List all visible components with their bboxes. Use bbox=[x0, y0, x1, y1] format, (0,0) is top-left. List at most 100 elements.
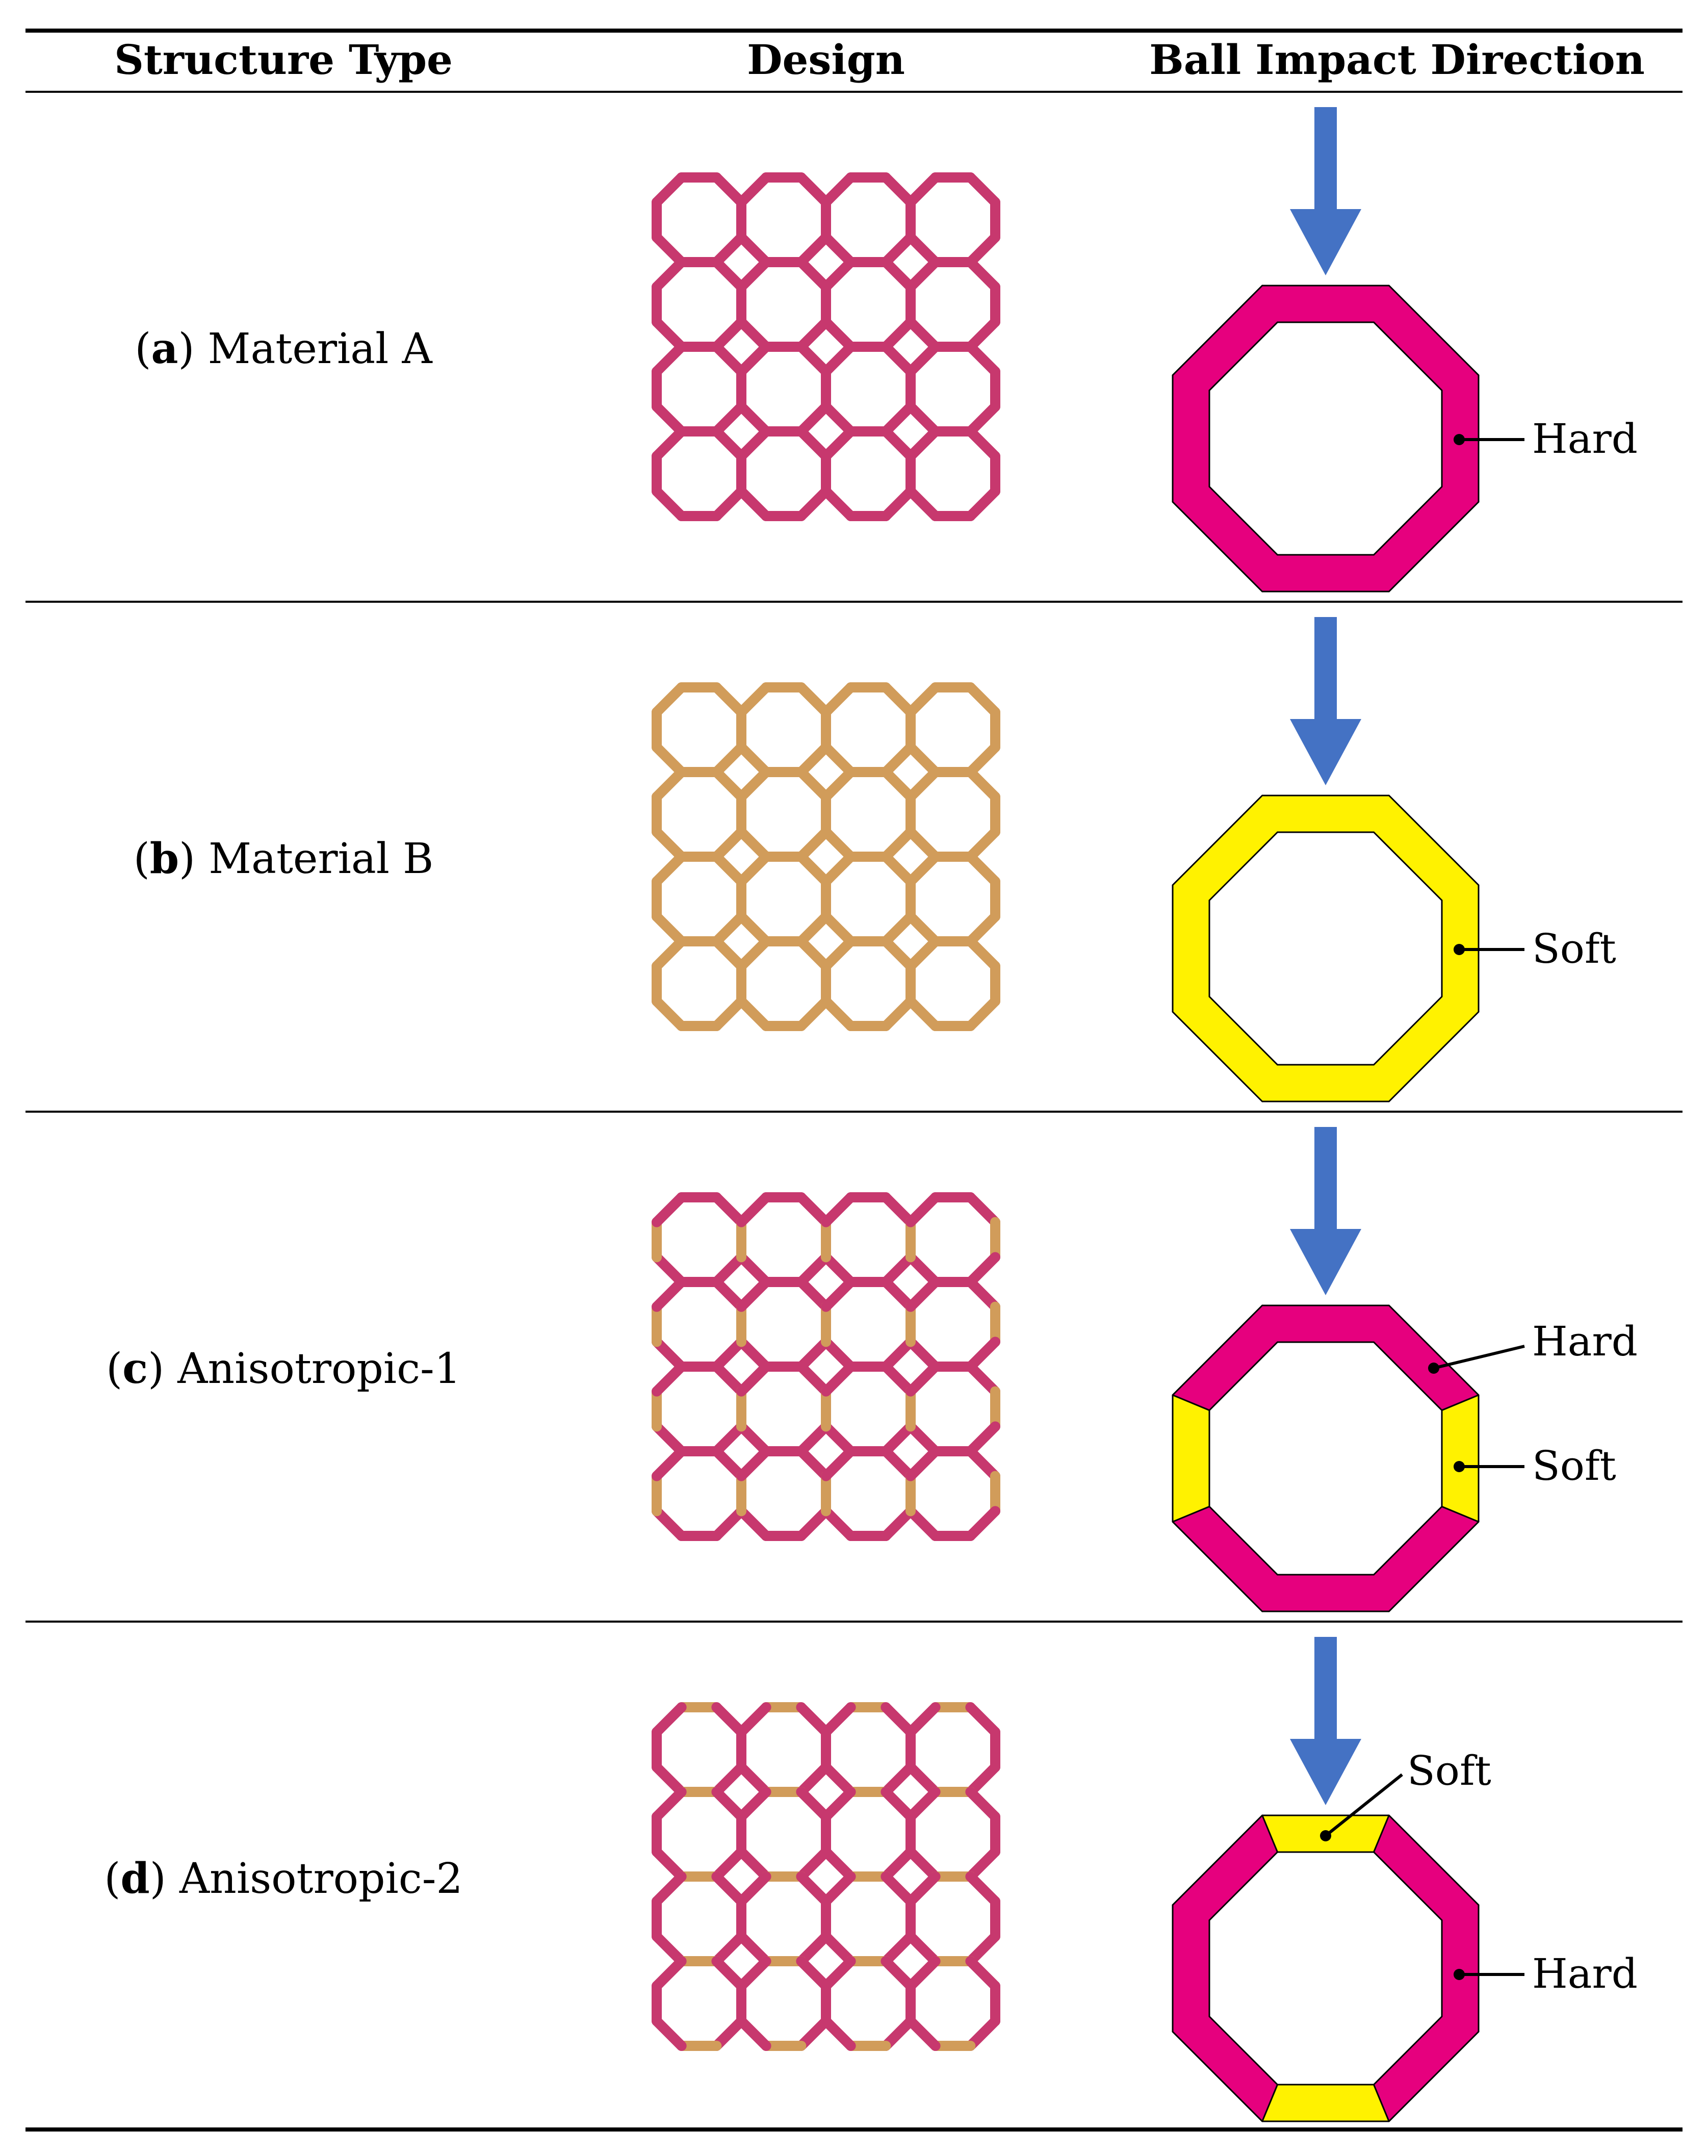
lattice-strut bbox=[652, 1277, 687, 1312]
lattice-strut bbox=[796, 426, 831, 461]
lattice-strut bbox=[905, 2016, 941, 2051]
lattice-strut bbox=[796, 911, 831, 946]
row-label-a: (a) Material A bbox=[135, 324, 432, 373]
lattice-strut bbox=[711, 911, 746, 946]
hard-segment bbox=[1172, 374, 1210, 503]
header-rule bbox=[25, 91, 1683, 93]
lattice-strut bbox=[796, 2016, 831, 2051]
lattice-strut bbox=[881, 1931, 916, 1966]
lattice-strut bbox=[881, 1446, 916, 1481]
lattice-strut bbox=[905, 767, 941, 802]
lattice-strut bbox=[965, 342, 1000, 377]
lattice-strut bbox=[736, 1702, 771, 1737]
lattice-strut bbox=[652, 742, 687, 777]
lattice-strut bbox=[821, 426, 856, 461]
lattice-strut bbox=[905, 1787, 941, 1822]
lattice-strut bbox=[905, 996, 941, 1031]
lattice-strut bbox=[711, 426, 746, 461]
lattice-strut bbox=[736, 401, 771, 437]
row-letter: a bbox=[151, 324, 178, 373]
octagon-cell bbox=[1172, 794, 1480, 1102]
lattice-strut bbox=[881, 1956, 916, 1991]
lattice-strut bbox=[965, 1421, 1000, 1456]
lattice-strut bbox=[965, 1446, 1000, 1481]
lattice-strut bbox=[711, 1931, 746, 1966]
lattice-strut bbox=[652, 257, 687, 292]
lattice-strut bbox=[711, 172, 746, 208]
lattice-strut bbox=[881, 1337, 916, 1372]
lattice-strut bbox=[711, 1362, 746, 1397]
lattice-strut bbox=[905, 1871, 941, 1907]
hard-segment bbox=[1261, 285, 1390, 323]
lattice-strut bbox=[711, 767, 746, 802]
lattice-strut bbox=[652, 1787, 687, 1822]
annotation-hard: Hard bbox=[1532, 1950, 1638, 1997]
lattice-strut bbox=[736, 1956, 771, 1991]
lattice-strut bbox=[796, 1956, 831, 1991]
lattice-strut bbox=[905, 172, 941, 208]
leader-dot bbox=[1454, 1969, 1465, 1980]
soft-segment bbox=[1172, 884, 1210, 1013]
lattice-strut bbox=[796, 342, 831, 377]
lattice-strut bbox=[736, 317, 771, 352]
lattice-strut bbox=[711, 257, 746, 292]
lattice-strut bbox=[736, 1337, 771, 1372]
lattice-strut bbox=[821, 1762, 856, 1797]
lattice-strut bbox=[652, 682, 687, 717]
hard-segment bbox=[1172, 1904, 1210, 2033]
row-letter: c bbox=[122, 1344, 148, 1393]
lattice-strut bbox=[965, 426, 1000, 461]
lattice-strut bbox=[881, 1277, 916, 1312]
lattice-strut bbox=[736, 1762, 771, 1797]
row-label-d: (d) Anisotropic-2 bbox=[104, 1854, 463, 1903]
lattice-strut bbox=[736, 342, 771, 377]
lattice-strut bbox=[652, 342, 687, 377]
lattice-strut bbox=[881, 1192, 916, 1227]
lattice-strut bbox=[821, 2016, 856, 2051]
lattice-strut bbox=[796, 232, 831, 267]
lattice-strut bbox=[736, 486, 771, 521]
lattice-strut bbox=[905, 232, 941, 267]
lattice-strut bbox=[711, 1421, 746, 1456]
lattice-strut bbox=[965, 317, 1000, 352]
lattice-strut bbox=[796, 1362, 831, 1397]
lattice-strut bbox=[881, 682, 916, 717]
arrow-down-icon bbox=[1290, 617, 1361, 785]
lattice-strut bbox=[652, 486, 687, 521]
lattice-strut bbox=[652, 1192, 687, 1227]
lattice-strut bbox=[881, 1362, 916, 1397]
lattice-strut bbox=[965, 1787, 1000, 1822]
lattice-strut bbox=[796, 1931, 831, 1966]
lattice-strut bbox=[796, 1421, 831, 1456]
hard-segment bbox=[1261, 1574, 1390, 1612]
lattice-strut bbox=[796, 172, 831, 208]
lattice-strut bbox=[711, 1337, 746, 1372]
lattice-strut bbox=[905, 827, 941, 862]
lattice-strut bbox=[821, 1362, 856, 1397]
lattice-strut bbox=[652, 1252, 687, 1287]
row-name: Anisotropic-2 bbox=[179, 1855, 463, 1903]
lattice-strut bbox=[881, 1787, 916, 1822]
lattice-strut bbox=[965, 742, 1000, 777]
lattice-strut bbox=[881, 742, 916, 777]
lattice-strut bbox=[736, 1252, 771, 1287]
lattice-strut bbox=[905, 1192, 941, 1227]
lattice-strut bbox=[821, 911, 856, 946]
lattice-strut bbox=[652, 1506, 687, 1541]
lattice-strut bbox=[711, 996, 746, 1031]
lattice-strut bbox=[965, 1846, 1000, 1882]
lattice-strut bbox=[736, 996, 771, 1031]
lattice-strut bbox=[821, 767, 856, 802]
soft-segment bbox=[1261, 1064, 1390, 1102]
lattice-strut bbox=[736, 232, 771, 267]
lattice-strut bbox=[821, 1192, 856, 1227]
lattice-strut bbox=[905, 257, 941, 292]
lattice-strut bbox=[881, 342, 916, 377]
lattice-strut bbox=[652, 911, 687, 946]
impact-diagram-a: Hard bbox=[1172, 107, 1638, 593]
lattice-strut bbox=[821, 1931, 856, 1966]
lattice-strut bbox=[652, 996, 687, 1031]
lattice-strut bbox=[881, 1846, 916, 1882]
lattice-strut bbox=[652, 852, 687, 887]
lattice-strut bbox=[796, 936, 831, 971]
